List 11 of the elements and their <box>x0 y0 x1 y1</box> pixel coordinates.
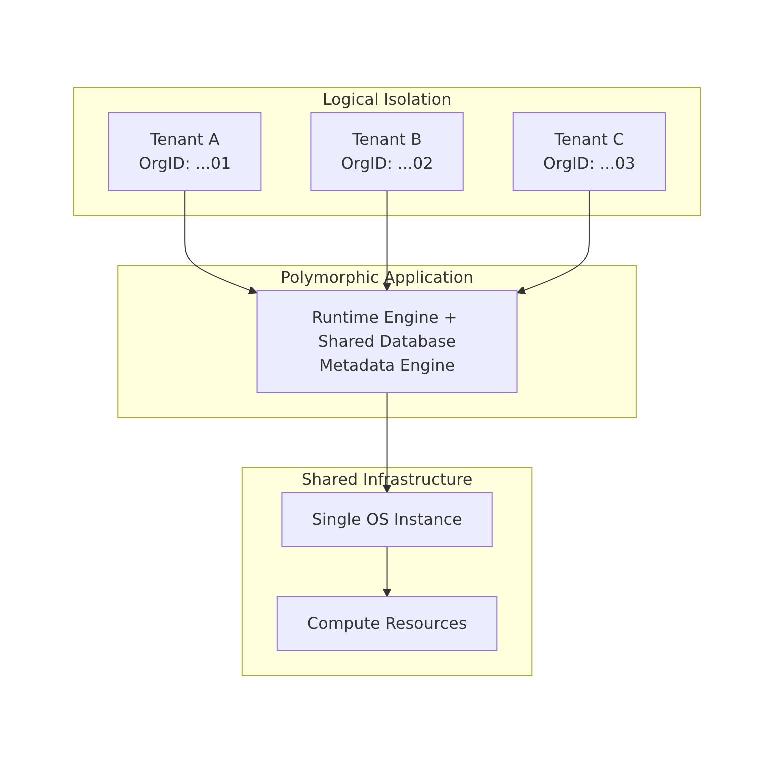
node-box: Tenant A OrgID: ...01 <box>108 112 262 191</box>
node-box: Tenant C OrgID: ...03 <box>512 112 666 191</box>
arrow <box>382 546 392 597</box>
node-box: Single OS Instance <box>281 492 493 547</box>
arrow <box>382 392 392 493</box>
arrow <box>184 190 258 294</box>
node-box: Runtime Engine + Shared Database Metadata Engine <box>256 290 518 393</box>
node-box: Compute Resources <box>276 596 498 651</box>
node-box: Tenant B OrgID: ...02 <box>310 112 464 191</box>
arrow <box>516 190 590 294</box>
arrow <box>382 190 392 291</box>
